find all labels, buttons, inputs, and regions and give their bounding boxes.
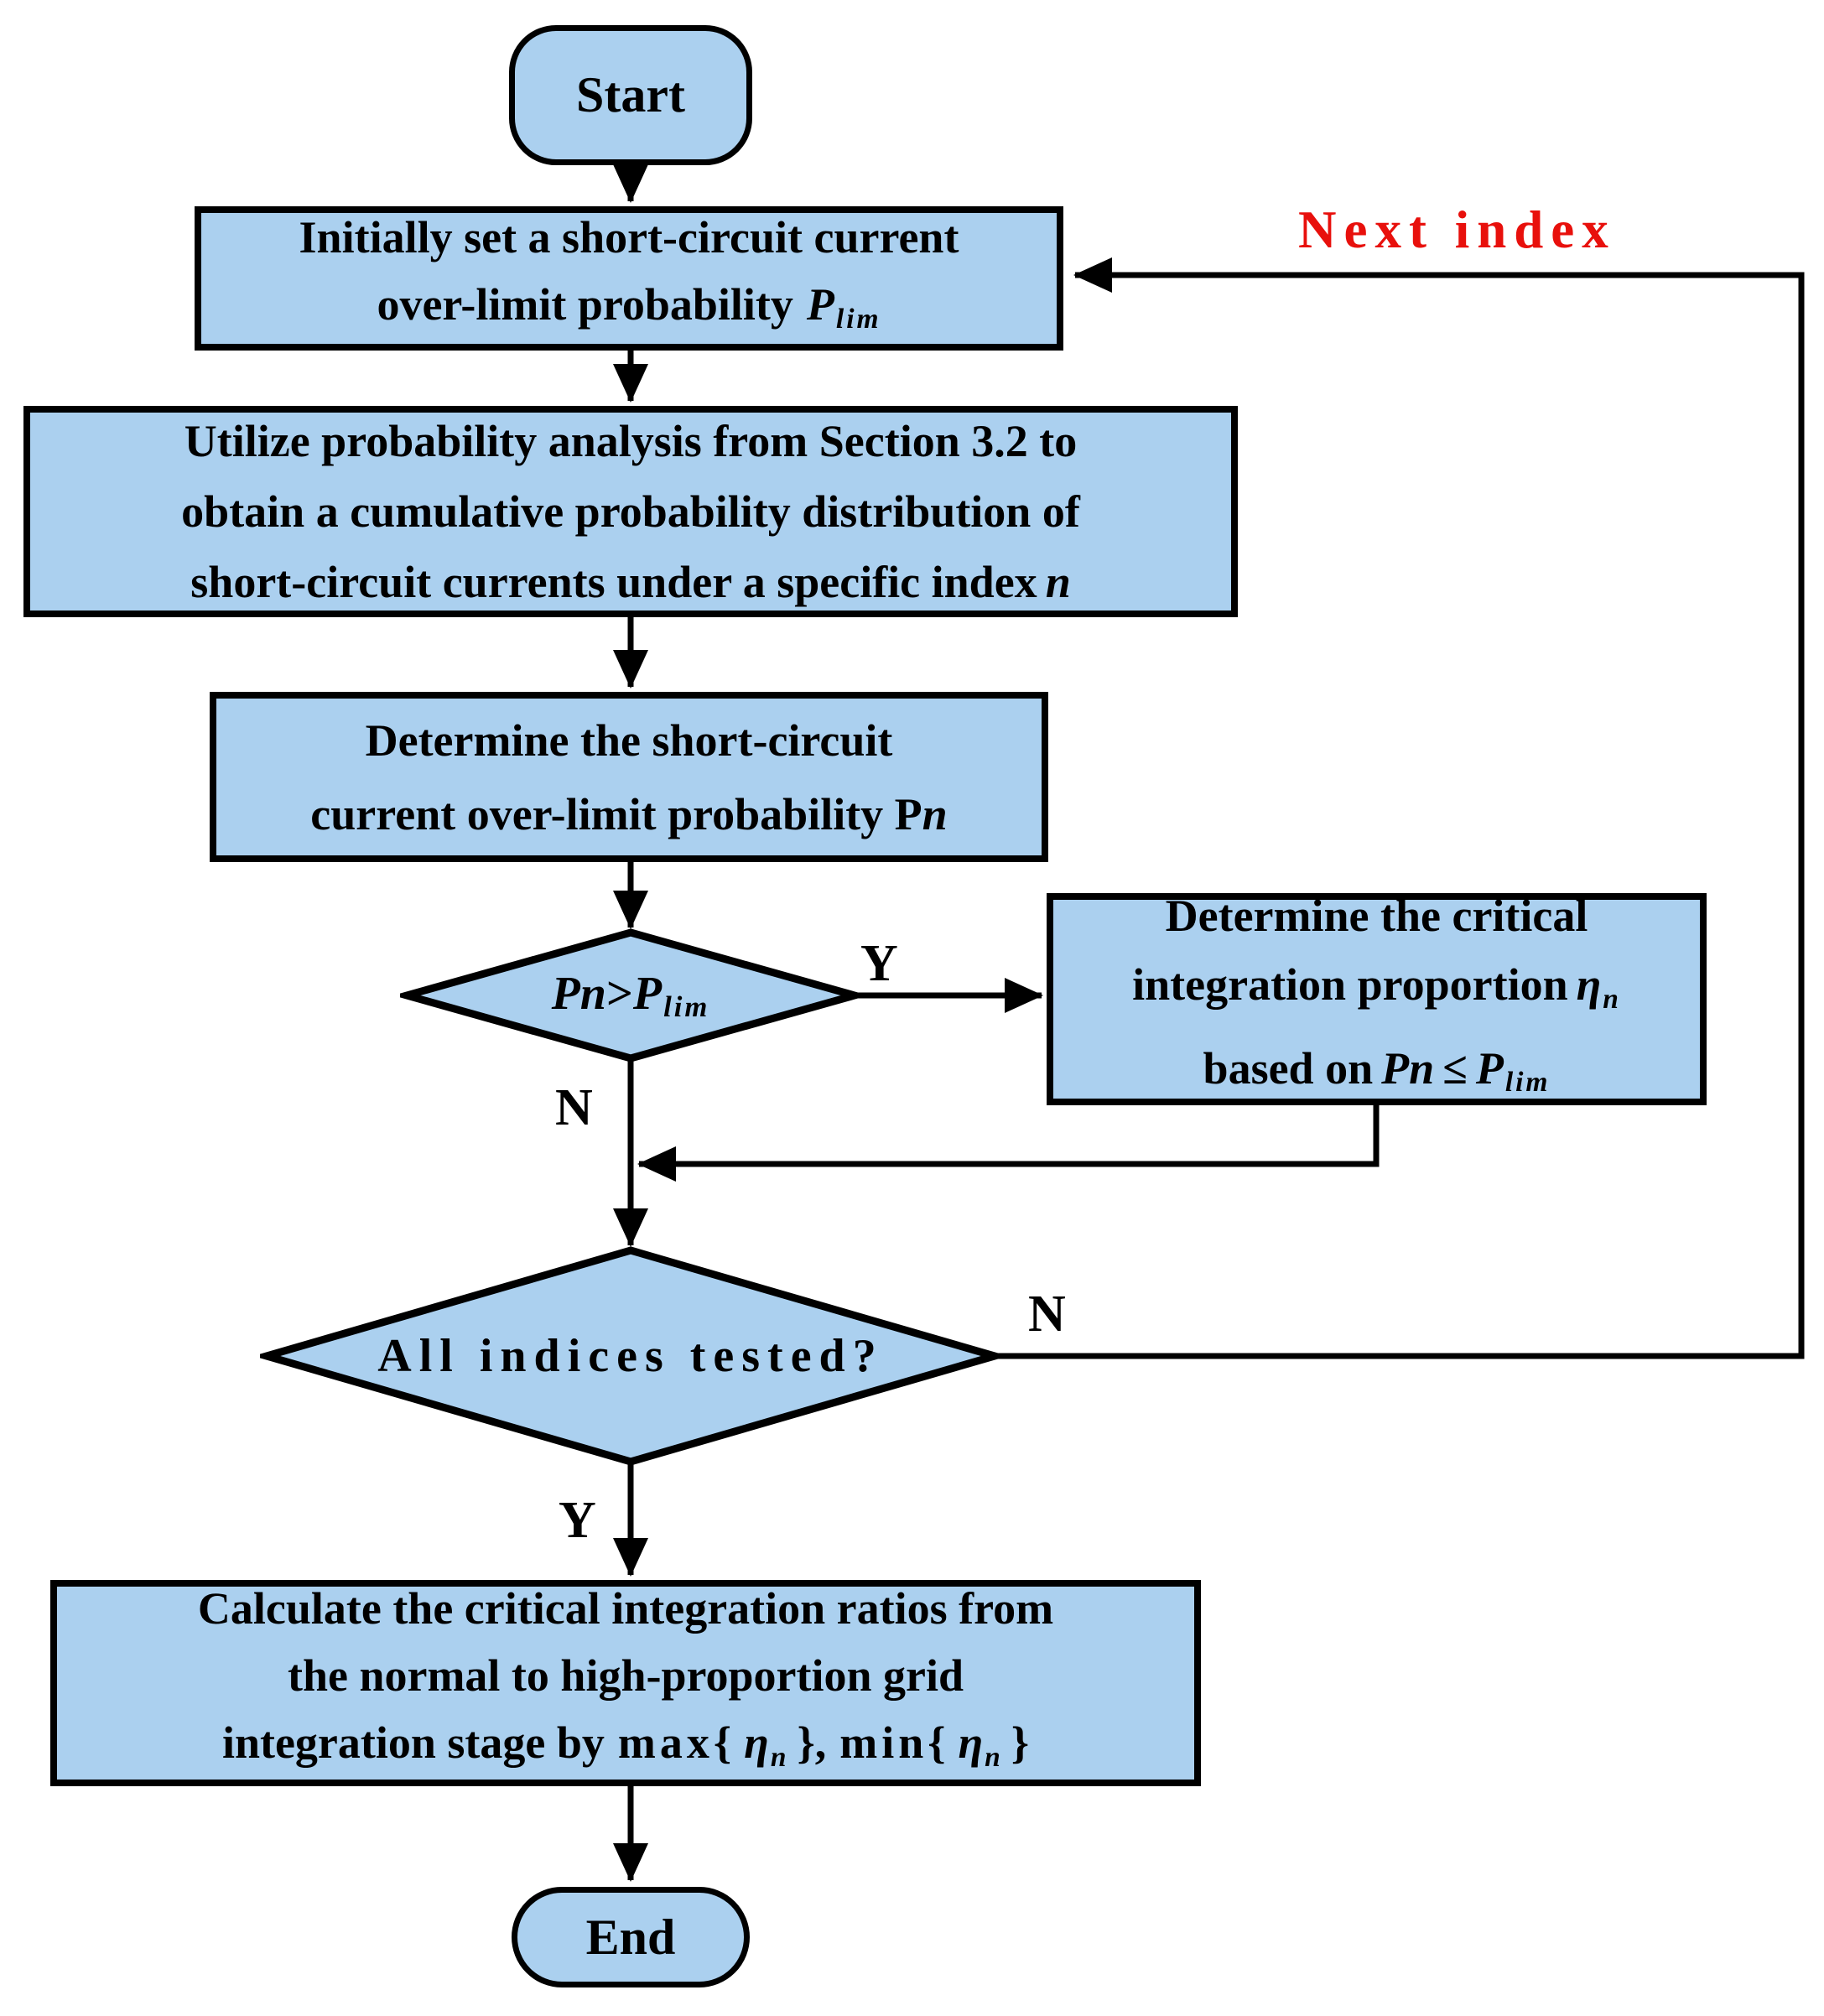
connector-decision-all-no-loop <box>995 257 1805 1359</box>
start-node: Start <box>509 25 752 165</box>
symbol-eta2-sub: n <box>985 1741 1003 1773</box>
process-cumulative-line1: Utilize probability analysis from Sectio… <box>184 416 1078 466</box>
symbol-n: n <box>922 788 948 839</box>
edge-label-no-decision-pn: N <box>555 1079 593 1136</box>
close-brace2: } <box>1011 1717 1030 1769</box>
decision-all-indices-shape <box>260 1246 1001 1466</box>
process-determine-pn-line2: current over-limit probability Pn <box>310 788 948 839</box>
process-cumulative-line2: obtain a cumulative probability distribu… <box>181 486 1080 537</box>
process-determine-pn: Determine the short-circuit current over… <box>210 692 1048 862</box>
min-brace: min{ <box>839 1717 950 1769</box>
symbol-eta: η <box>1576 959 1602 1011</box>
process-cumulative-line3: short-circuit currents under a specific … <box>190 557 1071 607</box>
symbol-n1: n <box>1409 1042 1435 1094</box>
close-brace1: }, <box>797 1717 827 1769</box>
decision-pn-gt-plim-shape <box>400 928 861 1063</box>
symbol-eta1: η <box>744 1717 769 1769</box>
max-brace: max{ <box>617 1717 736 1769</box>
process-calc-line2: the normal to high-proportion grid <box>287 1650 964 1702</box>
edge-label-yes-decision-pn: Y <box>860 935 898 992</box>
symbol-n: n <box>1045 557 1071 607</box>
symbol-p: P <box>806 279 834 330</box>
symbol-p-sub: lim <box>835 303 881 335</box>
symbol-eta1-sub: n <box>770 1741 789 1773</box>
end-node: End <box>512 1887 750 1987</box>
process-set-plim: Initially set a short-circuit current ov… <box>195 206 1063 351</box>
edge-label-yes-decision-all: Y <box>559 1492 596 1549</box>
symbol-eta-sub: n <box>1603 983 1621 1015</box>
process-cumulative-distribution: Utilize probability analysis from Sectio… <box>23 406 1238 617</box>
process-calc-ratios: Calculate the critical integration ratio… <box>50 1580 1201 1786</box>
end-label: End <box>585 1909 676 1965</box>
symbol-p2-sub: lim <box>1504 1066 1551 1098</box>
process-critical-line1: Determine the critical <box>1165 891 1588 942</box>
process-determine-pn-line1: Determine the short-circuit <box>365 714 893 766</box>
symbol-eta2: η <box>958 1717 984 1769</box>
process-critical-proportion: Determine the critical integration propo… <box>1047 891 1707 1105</box>
leq-operator: ≤ <box>1442 1042 1468 1094</box>
edge-label-no-decision-all: N <box>1028 1286 1066 1343</box>
start-label: Start <box>576 67 685 122</box>
edge-label-next-index: Next index <box>1298 200 1616 259</box>
connector-critical-to-merge <box>637 1105 1380 1182</box>
symbol-p1: P <box>1381 1042 1410 1094</box>
process-calc-line1: Calculate the critical integration ratio… <box>197 1583 1054 1634</box>
process-set-plim-line1: Initially set a short-circuit current <box>299 212 959 263</box>
symbol-p2: P <box>1475 1042 1504 1094</box>
